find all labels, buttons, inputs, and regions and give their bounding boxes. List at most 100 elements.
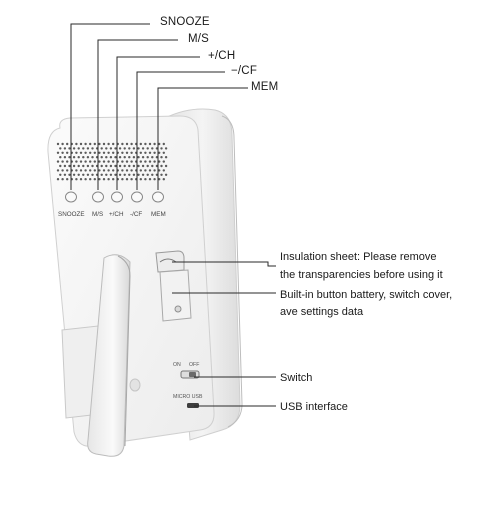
speaker-hole [144, 142, 147, 146]
speaker-hole [66, 178, 69, 181]
minus-cf-button-label: -/CF [130, 211, 142, 218]
speaker-hole [148, 160, 152, 163]
speaker-hole [105, 147, 108, 150]
speaker-hole [98, 151, 101, 154]
speaker-hole [68, 147, 71, 150]
speaker-hole [102, 169, 106, 172]
speaker-hole [79, 151, 83, 154]
speaker-hole [107, 169, 110, 172]
usb-port[interactable] [187, 403, 199, 408]
speaker-hole [102, 142, 106, 146]
speaker-hole [139, 169, 142, 172]
speaker-hole [139, 178, 142, 181]
leader-ms [97, 39, 178, 190]
speaker-hole [153, 178, 156, 181]
insulation-tab-curve [159, 258, 177, 263]
speaker-hole [151, 173, 154, 176]
speaker-hole [164, 156, 168, 159]
speaker-hole [153, 151, 156, 154]
speaker-hole [130, 178, 133, 181]
speaker-hole [102, 151, 106, 154]
speaker-hole [123, 156, 126, 159]
minus-cf-button[interactable] [131, 191, 143, 203]
speaker-hole [100, 164, 103, 168]
speaker-hole [66, 169, 69, 172]
speaker-hole [137, 156, 140, 159]
speaker-hole [121, 178, 124, 181]
ms-button[interactable] [92, 191, 104, 203]
speaker-hole [148, 169, 152, 172]
speaker-hole [61, 151, 64, 154]
speaker-hole [114, 156, 117, 159]
speaker-hole [77, 156, 80, 159]
speaker-hole [153, 160, 156, 163]
speaker-hole [77, 147, 80, 150]
speaker-hole [141, 156, 145, 159]
speaker-hole [125, 160, 129, 163]
speaker-hole [109, 147, 113, 150]
speaker-hole [160, 156, 163, 159]
speaker-hole [79, 169, 83, 172]
plus-ch-button[interactable] [111, 191, 123, 203]
speaker-hole [125, 142, 129, 146]
speaker-hole [68, 173, 71, 176]
speaker-hole [132, 173, 136, 176]
speaker-hole [79, 160, 83, 163]
speaker-hole [121, 151, 124, 154]
speaker-hole [61, 142, 64, 146]
speaker-hole [118, 173, 122, 176]
speaker-hole [128, 147, 131, 150]
speaker-hole [132, 156, 136, 159]
speaker-hole [61, 169, 64, 172]
speaker-hole [130, 142, 133, 146]
speaker-hole [91, 173, 94, 176]
speaker-hole [68, 164, 71, 168]
callout-usb: USB interface [280, 401, 348, 413]
speaker-hole [59, 173, 62, 176]
leader-insulation [172, 261, 276, 267]
ms-button-label: M/S [92, 211, 103, 218]
callout-mem: MEM [251, 81, 279, 93]
speaker-hole [84, 178, 87, 181]
snooze-button[interactable] [65, 191, 77, 203]
speaker-hole [162, 151, 165, 154]
callout-minus-cf: −/CF [231, 65, 258, 77]
plus-ch-button-label: +/CH [109, 211, 124, 218]
speaker-hole [98, 160, 101, 163]
speaker-hole [56, 160, 60, 163]
speaker-hole [79, 142, 83, 146]
speaker-hole [148, 142, 152, 146]
speaker-hole [146, 147, 149, 150]
speaker-hole [123, 173, 126, 176]
speaker-hole [82, 147, 85, 150]
speaker-hole [141, 147, 145, 150]
speaker-hole [77, 164, 80, 168]
speaker-hole [98, 178, 101, 181]
speaker-hole [77, 173, 80, 176]
speaker-hole [137, 173, 140, 176]
power-switch-knob[interactable] [189, 372, 196, 377]
speaker-hole [59, 164, 62, 168]
speaker-hole [125, 178, 129, 181]
speaker-hole [160, 173, 163, 176]
speaker-hole [112, 151, 115, 154]
speaker-hole [144, 178, 147, 181]
callout-ms: M/S [188, 33, 210, 45]
mem-button[interactable] [152, 191, 164, 203]
callout-snooze: SNOOZE [160, 16, 210, 28]
speaker-hole [109, 164, 113, 168]
speaker-hole [84, 142, 87, 146]
speaker-hole [89, 151, 92, 154]
speaker-hole [144, 151, 147, 154]
speaker-hole [82, 164, 85, 168]
speaker-hole [105, 164, 108, 168]
speaker-hole [82, 173, 85, 176]
switch-on-text: ON [173, 362, 181, 368]
speaker-hole [107, 160, 110, 163]
speaker-hole [68, 156, 71, 159]
speaker-hole [63, 147, 67, 150]
speaker-hole [121, 169, 124, 172]
speaker-hole [72, 147, 76, 150]
device-front-edge [221, 115, 243, 428]
